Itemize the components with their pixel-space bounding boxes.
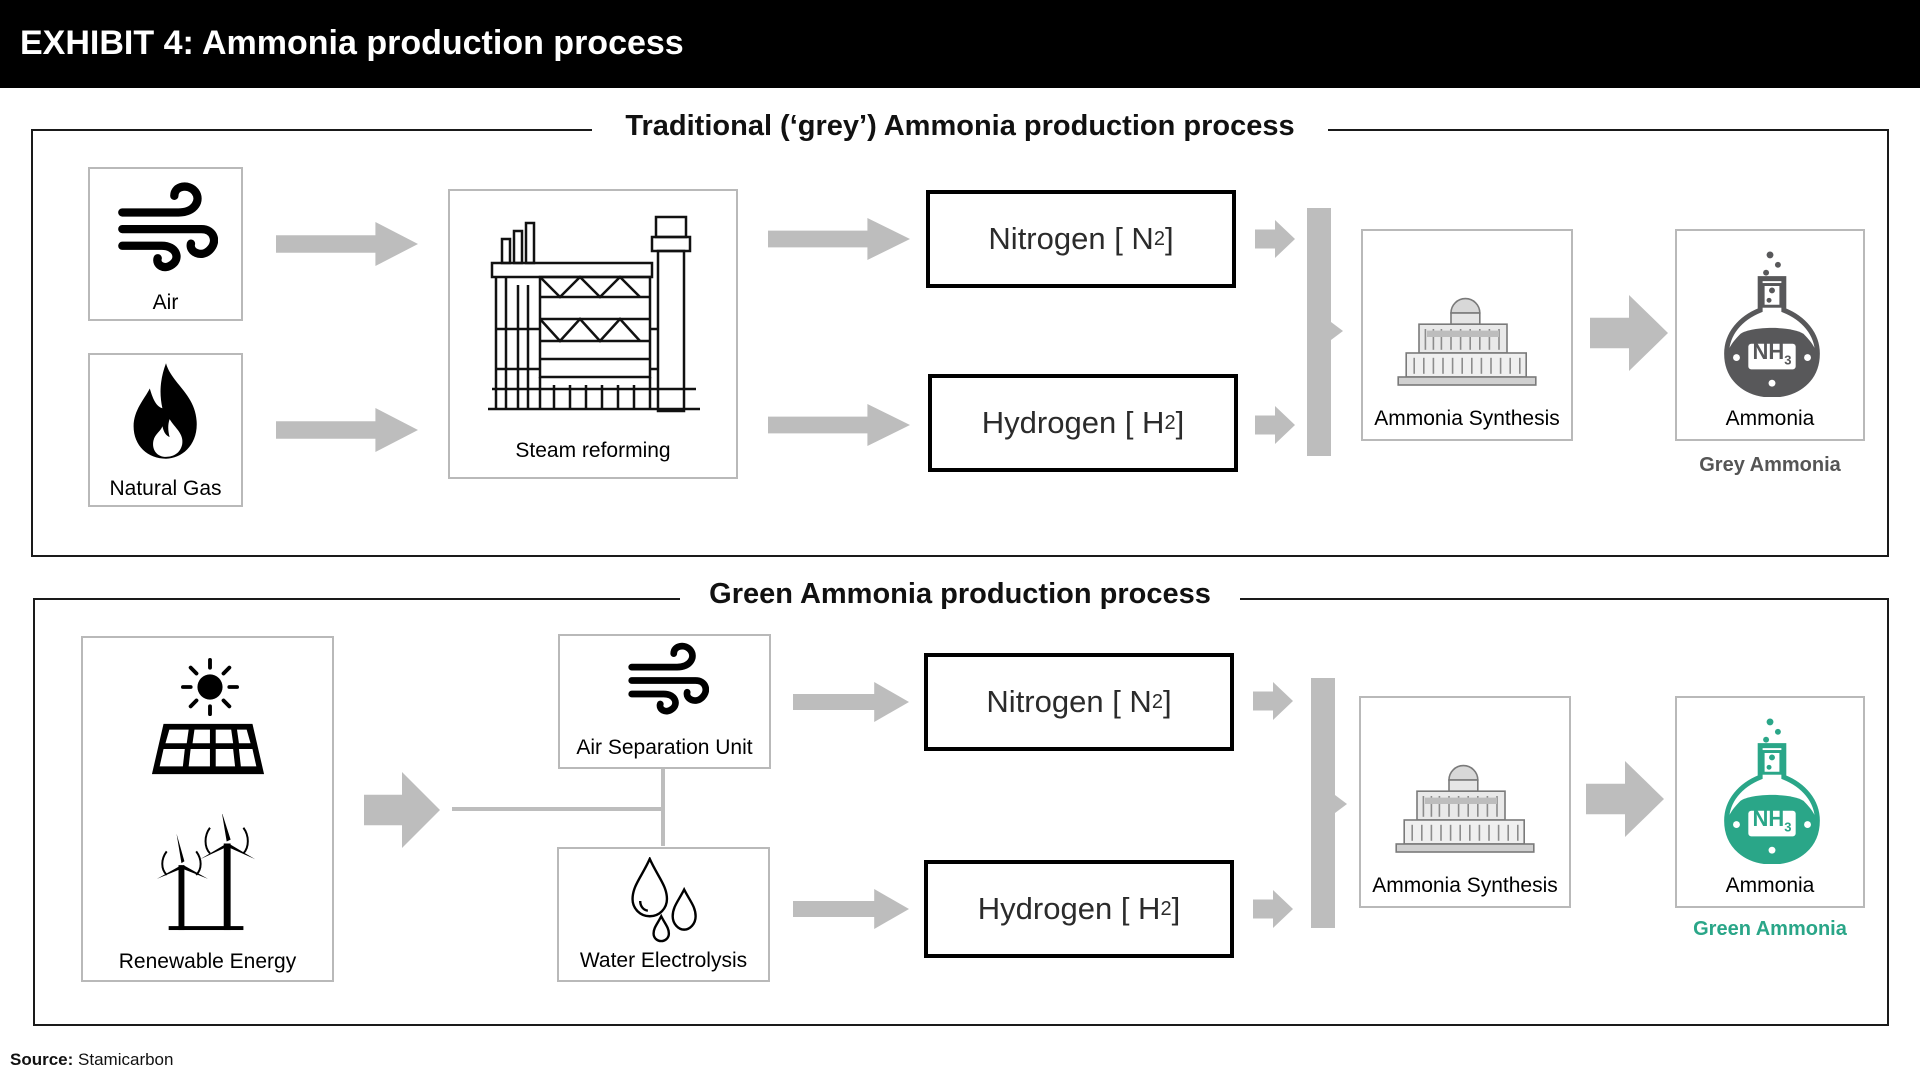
arrow-gas-to-reforming (276, 408, 418, 452)
arrow-hydrogen-to-merge-green (1253, 890, 1293, 928)
green-ammonia-label: Green Ammonia (1693, 918, 1847, 940)
air-separation-unit-box: Air Separation Unit (558, 634, 771, 769)
ammonia-label: Ammonia (1725, 407, 1815, 430)
arrow-renewable-to-units (364, 772, 440, 848)
steam-reforming-box: Steam reforming (448, 189, 738, 479)
arrow-electrolysis-to-hydrogen (793, 889, 909, 929)
natural-gas-label: Natural Gas (109, 477, 222, 500)
ammonia-synthesis-label: Ammonia Synthesis (1374, 407, 1560, 430)
air-separation-unit-label: Air Separation Unit (576, 736, 753, 759)
ammonia-formula: NH3 (1752, 339, 1792, 368)
refinery-plant-icon (488, 215, 700, 413)
exhibit-title: EXHIBIT 4: Ammonia production process (20, 24, 684, 62)
merge-pointer-green (1335, 795, 1347, 813)
sun-icon (181, 658, 239, 716)
renewable-energy-box: Renewable Energy (81, 636, 334, 982)
hydrogen-subscript: 2 (1164, 411, 1176, 434)
ammonia-formula: NH3 (1752, 806, 1792, 835)
nitrogen-close: ] (1164, 221, 1174, 256)
flask-icon (1722, 716, 1822, 864)
nitrogen-subscript: 2 (1153, 227, 1165, 250)
ammonia-synthesis-label: Ammonia Synthesis (1372, 874, 1558, 897)
arrow-reforming-to-hydrogen (768, 404, 910, 446)
source-label: Source: (10, 1050, 74, 1069)
merge-bar-green (1311, 678, 1335, 928)
natural-gas-input-box: Natural Gas (88, 353, 243, 507)
hydrogen-close: ] (1171, 891, 1181, 926)
flask-icon (1722, 249, 1822, 397)
green-process-title: Green Ammonia production process (680, 578, 1240, 611)
merge-pointer-grey (1331, 322, 1343, 340)
arrow-synthesis-to-ammonia-green (1586, 761, 1664, 837)
hydrogen-label: Hydrogen [ H (977, 891, 1161, 926)
ammonia-label: Ammonia (1725, 874, 1815, 897)
flame-icon (133, 363, 197, 459)
ammonia-output-box-green: NH3 Ammonia (1675, 696, 1865, 908)
wind-icon (625, 640, 709, 716)
arrow-nitrogen-to-merge (1255, 220, 1295, 258)
nitrogen-close: ] (1162, 684, 1172, 719)
hydrogen-subscript: 2 (1160, 897, 1172, 920)
nitrogen-subscript: 2 (1151, 690, 1163, 713)
renewable-energy-label: Renewable Energy (118, 950, 297, 973)
factory-icon (1393, 748, 1537, 860)
arrow-asu-to-nitrogen (793, 682, 909, 722)
water-electrolysis-label: Water Electrolysis (579, 949, 748, 972)
arrow-reforming-to-nitrogen (768, 218, 910, 260)
arrow-air-to-reforming (276, 222, 418, 266)
factory-icon (1395, 281, 1539, 393)
arrow-nitrogen-to-merge-green (1253, 682, 1293, 720)
ammonia-synthesis-box: Ammonia Synthesis (1361, 229, 1573, 441)
connector-horizontal (452, 807, 663, 811)
hydrogen-close: ] (1175, 405, 1185, 440)
source-text: Stamicarbon (78, 1050, 174, 1069)
hydrogen-label: Hydrogen [ H (981, 405, 1165, 440)
nitrogen-label: Nitrogen [ N (988, 221, 1154, 256)
source-note: Source: Stamicarbon (10, 1050, 173, 1070)
grey-ammonia-label: Grey Ammonia (1699, 454, 1841, 476)
air-label: Air (152, 291, 179, 314)
ammonia-synthesis-box-green: Ammonia Synthesis (1359, 696, 1571, 908)
arrow-synthesis-to-ammonia (1590, 295, 1668, 371)
ammonia-output-box: NH3 Ammonia (1675, 229, 1865, 441)
solar-panel-icon (151, 723, 265, 775)
wind-icon (114, 179, 218, 273)
connector-vertical (661, 768, 665, 846)
nitrogen-label: Nitrogen [ N (986, 684, 1152, 719)
water-electrolysis-box: Water Electrolysis (557, 847, 770, 982)
grey-process-title: Traditional (‘grey’) Ammonia production … (592, 110, 1328, 143)
steam-reforming-label: Steam reforming (515, 439, 671, 462)
wind-turbine-icon (156, 814, 256, 931)
air-input-box: Air (88, 167, 243, 321)
header-banner: EXHIBIT 4: Ammonia production process (0, 0, 1920, 88)
merge-bar-grey (1307, 208, 1331, 456)
water-drops-icon (631, 857, 697, 943)
arrow-hydrogen-to-merge (1255, 406, 1295, 444)
